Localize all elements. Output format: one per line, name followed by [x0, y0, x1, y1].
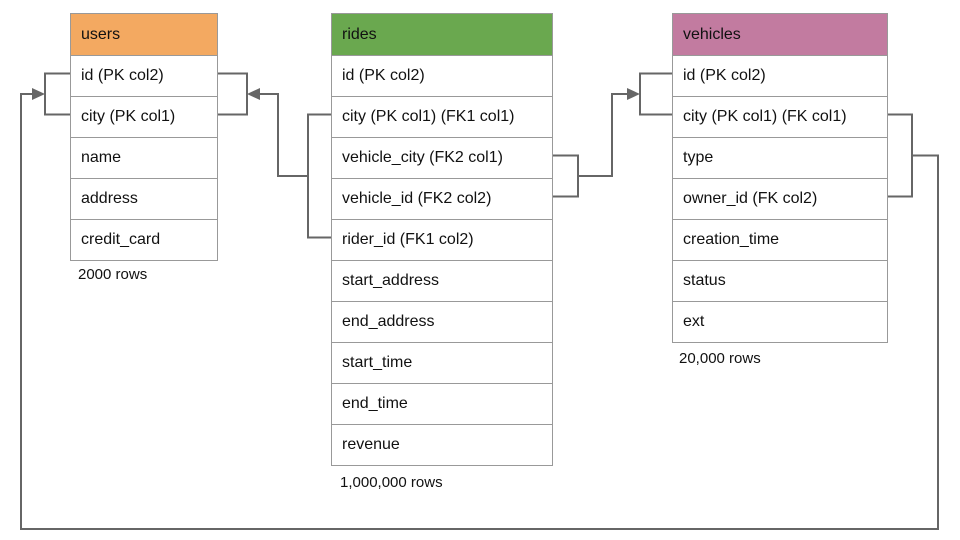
table-row: city (PK col1) (FK1 col1) — [332, 96, 552, 137]
table-row: start_time — [332, 342, 552, 383]
table-row: ext — [673, 301, 887, 342]
fk1-arrowhead-icon — [247, 88, 260, 100]
fk2-connector-line — [578, 93, 628, 177]
table-header: users — [71, 14, 217, 55]
owner-fk-connector-line — [20, 93, 939, 530]
owner-fk-arrowhead-icon — [32, 88, 45, 100]
table-row: vehicle_city (FK2 col1) — [332, 137, 552, 178]
table-header: rides — [332, 14, 552, 55]
vehicles-right-fk-bracket — [888, 113, 913, 198]
table-row: type — [673, 137, 887, 178]
rides-fk1-bracket — [307, 113, 331, 239]
table-row: id (PK col2) — [71, 55, 217, 96]
table-row: address — [71, 178, 217, 219]
table-row: city (PK col1) (FK col1) — [673, 96, 887, 137]
rides-fk2-bracket — [553, 154, 579, 198]
table-row: id (PK col2) — [673, 55, 887, 96]
table-row: credit_card — [71, 219, 217, 260]
table-header: vehicles — [673, 14, 887, 55]
row-count-label: 1,000,000 rows — [340, 474, 443, 491]
row-count-label: 20,000 rows — [679, 350, 761, 367]
table-row: status — [673, 260, 887, 301]
table-row: owner_id (FK col2) — [673, 178, 887, 219]
table-row: id (PK col2) — [332, 55, 552, 96]
users-left-pk-bracket — [44, 72, 70, 116]
vehicles-left-pk-bracket — [639, 72, 672, 116]
table-rides: rides id (PK col2) city (PK col1) (FK1 c… — [331, 13, 553, 466]
table-row: creation_time — [673, 219, 887, 260]
table-row: end_time — [332, 383, 552, 424]
table-row: start_address — [332, 260, 552, 301]
users-right-pk-bracket — [218, 72, 248, 116]
table-row: name — [71, 137, 217, 178]
table-row: end_address — [332, 301, 552, 342]
table-row: rider_id (FK1 col2) — [332, 219, 552, 260]
table-vehicles: vehicles id (PK col2) city (PK col1) (FK… — [672, 13, 888, 343]
fk2-arrowhead-icon — [627, 88, 640, 100]
row-count-label: 2000 rows — [78, 266, 148, 283]
table-row: city (PK col1) — [71, 96, 217, 137]
table-row: vehicle_id (FK2 col2) — [332, 178, 552, 219]
table-users: users id (PK col2) city (PK col1) name a… — [70, 13, 218, 261]
table-row: revenue — [332, 424, 552, 465]
fk1-connector-line — [259, 93, 308, 177]
